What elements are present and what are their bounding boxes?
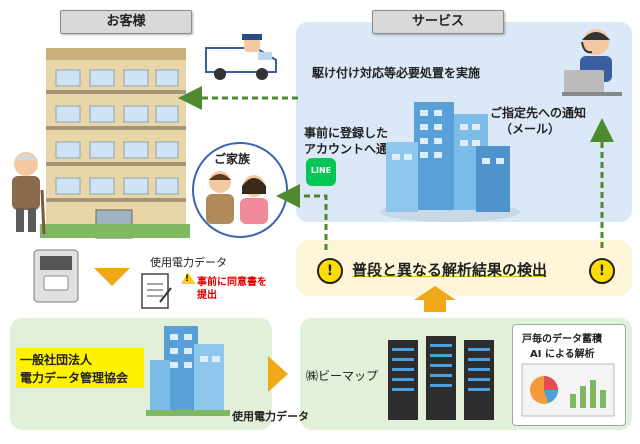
association-name-line1: 一般社団法人 — [20, 353, 93, 367]
rush-action-text: 駆け付け対応等必要処置を実施 — [312, 66, 481, 80]
line-logo-text: LINE — [310, 166, 332, 175]
server-racks-illustration — [388, 336, 494, 420]
office-towers-illustration — [380, 102, 520, 222]
association-building-illustration — [146, 326, 230, 416]
association-name-box — [16, 348, 144, 388]
warning-icon-mark: ! — [185, 274, 190, 284]
analysis-line1: 戸毎のデータ蓄積 — [522, 334, 602, 345]
line-logo-icon: LINE — [306, 158, 336, 186]
document-icon — [141, 273, 172, 309]
electric-meter-icon — [33, 249, 79, 303]
alert-icon-left: ! — [317, 258, 343, 284]
service-tab: サービス — [372, 10, 504, 34]
detection-label: 普段と異なる解析結果の検出 — [352, 261, 548, 279]
consent-line2: 提出 — [197, 290, 217, 301]
operator-illustration — [562, 29, 622, 96]
family-label: ご家族 — [214, 152, 251, 166]
usage-data-label: 使用電力データ — [150, 256, 227, 269]
notify-registered-line1: 事前に登録した — [304, 126, 389, 140]
notify-email-line2: （メール） — [500, 122, 561, 136]
bmap-name: ㈱ビーマップ — [306, 369, 379, 383]
orange-up-arrow — [414, 286, 456, 312]
elderly-man-illustration — [12, 152, 46, 235]
detection-panel — [296, 240, 632, 296]
analysis-chart-icon — [521, 363, 615, 417]
analysis-line2: AI による解析 — [530, 349, 595, 360]
alert-icon-right-mark: ! — [598, 263, 606, 279]
orange-right-arrow — [268, 356, 288, 392]
alert-icon-right: ! — [589, 258, 615, 284]
association-usage-label: 使用電力データ — [232, 410, 309, 423]
family-members-illustration — [206, 171, 268, 224]
warning-icon: ! — [181, 272, 195, 284]
notify-email-line1: ご指定先への通知 — [490, 106, 587, 120]
consent-line1: 事前に同意書を — [197, 277, 267, 288]
service-van-illustration — [205, 34, 277, 80]
apartment-building-illustration — [40, 48, 190, 239]
notify-registered-line2: アカウントへ通知 — [304, 142, 401, 156]
customer-tab: お客様 — [60, 10, 192, 34]
orange-down-arrow-left — [94, 268, 130, 286]
arrow-detection-to-family — [276, 184, 328, 250]
association-name-line2: 電力データ管理協会 — [20, 371, 129, 385]
alert-icon-left-mark: ! — [326, 263, 334, 279]
